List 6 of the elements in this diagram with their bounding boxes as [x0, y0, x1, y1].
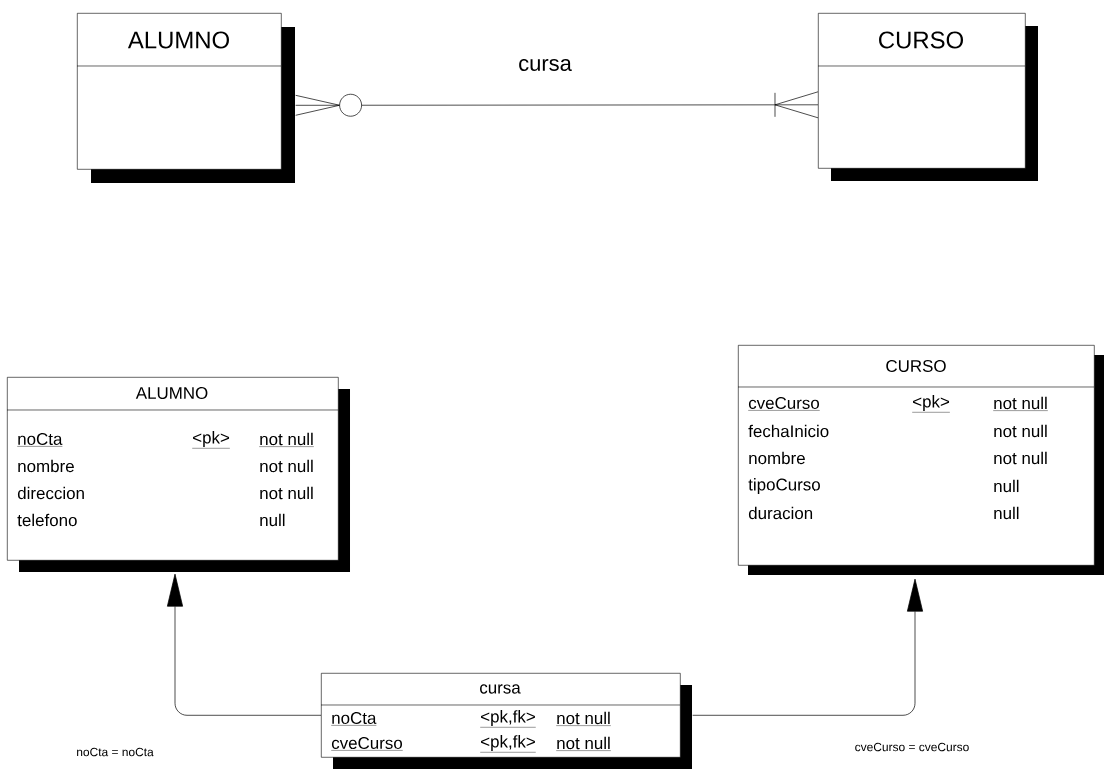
arrow — [692, 578, 923, 716]
relationship-line — [295, 91, 819, 119]
arrow — [167, 573, 322, 716]
edge-label: cveCurso = cveCurso — [853, 741, 971, 753]
edge-label: noCta = noCta — [75, 746, 155, 758]
edge-label: cursa — [517, 58, 573, 72]
